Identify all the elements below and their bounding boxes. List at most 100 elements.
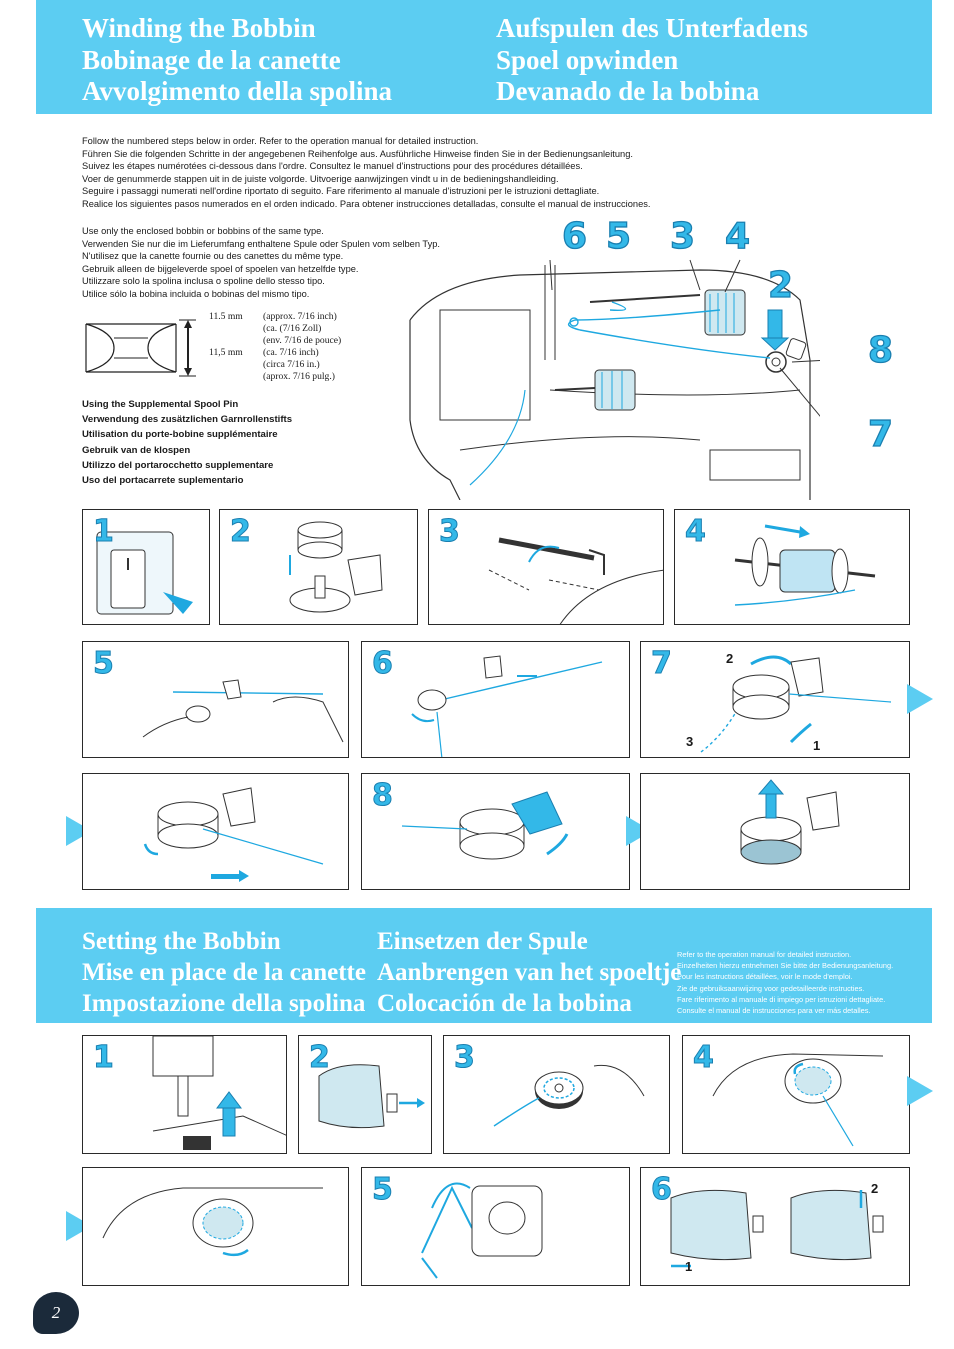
spec-mm — [209, 371, 263, 383]
step-badge: 1 — [93, 514, 115, 550]
note-line: Consulte el manual de instrucciones para… — [677, 1006, 871, 1016]
title-en: Setting the Bobbin — [82, 928, 281, 955]
bobbin-note-line: Utilizzare solo la spolina inclusa o spo… — [82, 276, 325, 287]
setting-step-3: 3 — [443, 1035, 670, 1154]
bobbin-note-line: Gebruik alleen de bijgeleverde spoel of … — [82, 263, 359, 274]
note-line: Pour les instructions détaillées, voir l… — [677, 972, 853, 982]
title-it: Avvolgimento della spolina — [82, 76, 393, 106]
note-line: Einzelheiten hierzu entnehmen Sie bitte … — [677, 961, 894, 971]
spec-mm: 11,5 mm — [209, 346, 243, 358]
title-de: Einsetzen der Spule — [377, 928, 588, 955]
bobbin-note-line: Verwenden Sie nur die im Lieferumfang en… — [82, 238, 440, 249]
step-badge: 3 — [439, 514, 461, 550]
spool-pin-line: Utilisation du porte-bobine supplémentai… — [82, 429, 278, 441]
spool-pin-line: Uso del portacarrete suplementario — [82, 475, 244, 487]
next-arrow-icon — [907, 1076, 933, 1106]
step-badge: 8 — [372, 778, 394, 814]
intro-line: Voer de genummerde stappen uit in de jui… — [82, 173, 559, 184]
winding-step-7b — [82, 773, 349, 890]
step-badge: 1 — [93, 1040, 115, 1076]
title-fr: Bobinage de la canette — [82, 44, 341, 75]
overview-badge: 4 — [724, 215, 751, 257]
step-badge: 2 — [230, 514, 252, 550]
intro-line: Führen Sie die folgenden Schritte in der… — [82, 148, 633, 159]
step-label: 2 — [726, 651, 734, 666]
winding-titles-left: Winding the Bobbin Bobinage de la canett… — [82, 13, 392, 108]
overview-badge: 3 — [669, 215, 696, 257]
winding-step-5: 5 — [82, 641, 349, 758]
step-badge: 4 — [693, 1040, 715, 1076]
step-badge: 4 — [685, 514, 707, 550]
winding-step-2: 2 — [219, 509, 418, 625]
winding-step-7: 7 2 3 1 — [640, 641, 910, 758]
setting-step-4: 4 — [682, 1035, 910, 1154]
overview-badge: 8 — [867, 329, 894, 371]
title-en: Winding the Bobbin — [82, 13, 316, 43]
setting-banner: Setting the Bobbin Mise en place de la c… — [36, 908, 932, 1023]
note-line: Fare riferimento al manuale di impiego p… — [677, 994, 886, 1004]
step-label: 1 — [813, 738, 821, 753]
intro-line: Suivez les étapes numérotées ci-dessous … — [82, 161, 583, 172]
step-label: 2 — [871, 1181, 879, 1196]
setting-titles-right: Einsetzen der Spule Aanbrengen van het s… — [377, 926, 681, 1019]
overview-badge: 2 — [767, 264, 794, 306]
spec-mm: 11.5 mm — [209, 311, 243, 322]
setting-titles-left: Setting the Bobbin Mise en place de la c… — [82, 926, 366, 1019]
setting-note: Refer to the operation manual for detail… — [677, 949, 927, 1016]
spec-mm — [209, 359, 263, 371]
spool-pin-line: Verwendung des zusätzlichen Garnrollenst… — [82, 414, 293, 426]
intro-line: Seguire i passaggi numerati nell'ordine … — [82, 186, 600, 197]
title-de: Aufspulen des Unterfadens — [496, 13, 809, 43]
intro-line: Follow the numbered steps below in order… — [82, 136, 479, 146]
setting-step-6: 6 2 1 — [640, 1167, 910, 1286]
bobbin-note-line: Utilice sólo la bobina incluida o bobina… — [82, 288, 310, 299]
spool-pin-line: Using the Supplemental Spool Pin — [82, 399, 239, 410]
title-it: Impostazione della spolina — [82, 990, 366, 1017]
spec-text: (env. 7/16 de pouce) — [263, 334, 342, 346]
winding-step-8b — [640, 773, 910, 890]
bobbin-note-line: Use only the enclosed bobbin or bobbins … — [82, 226, 324, 236]
overview-badge: 6 — [561, 215, 588, 257]
winding-step-1: 1 — [82, 509, 210, 625]
next-arrow-icon — [907, 684, 933, 714]
spool-pin-line: Utilizzo del portarocchetto supplementar… — [82, 459, 274, 471]
page-number: 2 — [33, 1292, 81, 1336]
overview-badge: 5 — [605, 215, 632, 257]
spec-text: (ca. 7/16 inch) — [263, 346, 319, 358]
step-badge: 5 — [372, 1172, 394, 1208]
setting-step-2: 2 — [298, 1035, 432, 1154]
bobbin-spec: 11.5 mm(approx. 7/16 inch) (ca. (7/16 Zo… — [209, 311, 341, 382]
machine-overview-illustration — [409, 259, 820, 500]
setting-step-1: 1 — [82, 1035, 287, 1154]
winding-step-3: 3 — [428, 509, 664, 625]
note-line: Refer to the operation manual for detail… — [677, 950, 852, 959]
spec-text: (aprox. 7/16 pulg.) — [263, 370, 335, 382]
winding-intro: Follow the numbered steps below in order… — [82, 135, 650, 211]
step-label: 3 — [686, 734, 694, 749]
title-nl: Aanbrengen van het spoeltje — [377, 959, 682, 986]
step-badge: 6 — [372, 646, 394, 682]
spool-pin-heading: Using the Supplemental Spool Pin Verwend… — [82, 397, 292, 488]
bobbin-dimension-diagram — [85, 319, 196, 377]
step-label: 1 — [685, 1259, 693, 1274]
title-es: Devanado de la bobina — [496, 76, 760, 106]
setting-step-5: 5 — [361, 1167, 630, 1286]
winding-step-8: 8 — [361, 773, 630, 890]
step-badge: 7 — [651, 646, 673, 682]
step-badge: 5 — [93, 646, 115, 682]
step-badge: 3 — [454, 1040, 476, 1076]
overview-badge: 7 — [867, 413, 894, 455]
title-nl: Spoel opwinden — [496, 44, 679, 75]
title-es: Colocación de la bobina — [377, 990, 632, 1017]
spool-pin-line: Gebruik van de klospen — [82, 444, 191, 456]
spec-text: (ca. (7/16 Zoll) — [263, 322, 322, 334]
step-badge: 6 — [651, 1172, 673, 1208]
winding-banner: Winding the Bobbin Bobinage de la canett… — [36, 0, 932, 114]
spec-mm — [209, 323, 263, 335]
bobbin-note-line: N'utilisez que la canette fournie ou des… — [82, 251, 344, 262]
setting-step-4b — [82, 1167, 349, 1286]
step-badge: 2 — [309, 1040, 331, 1076]
winding-titles-right: Aufspulen des Unterfadens Spoel opwinden… — [496, 13, 808, 108]
winding-step-6: 6 — [361, 641, 630, 758]
spec-mm — [209, 335, 263, 347]
